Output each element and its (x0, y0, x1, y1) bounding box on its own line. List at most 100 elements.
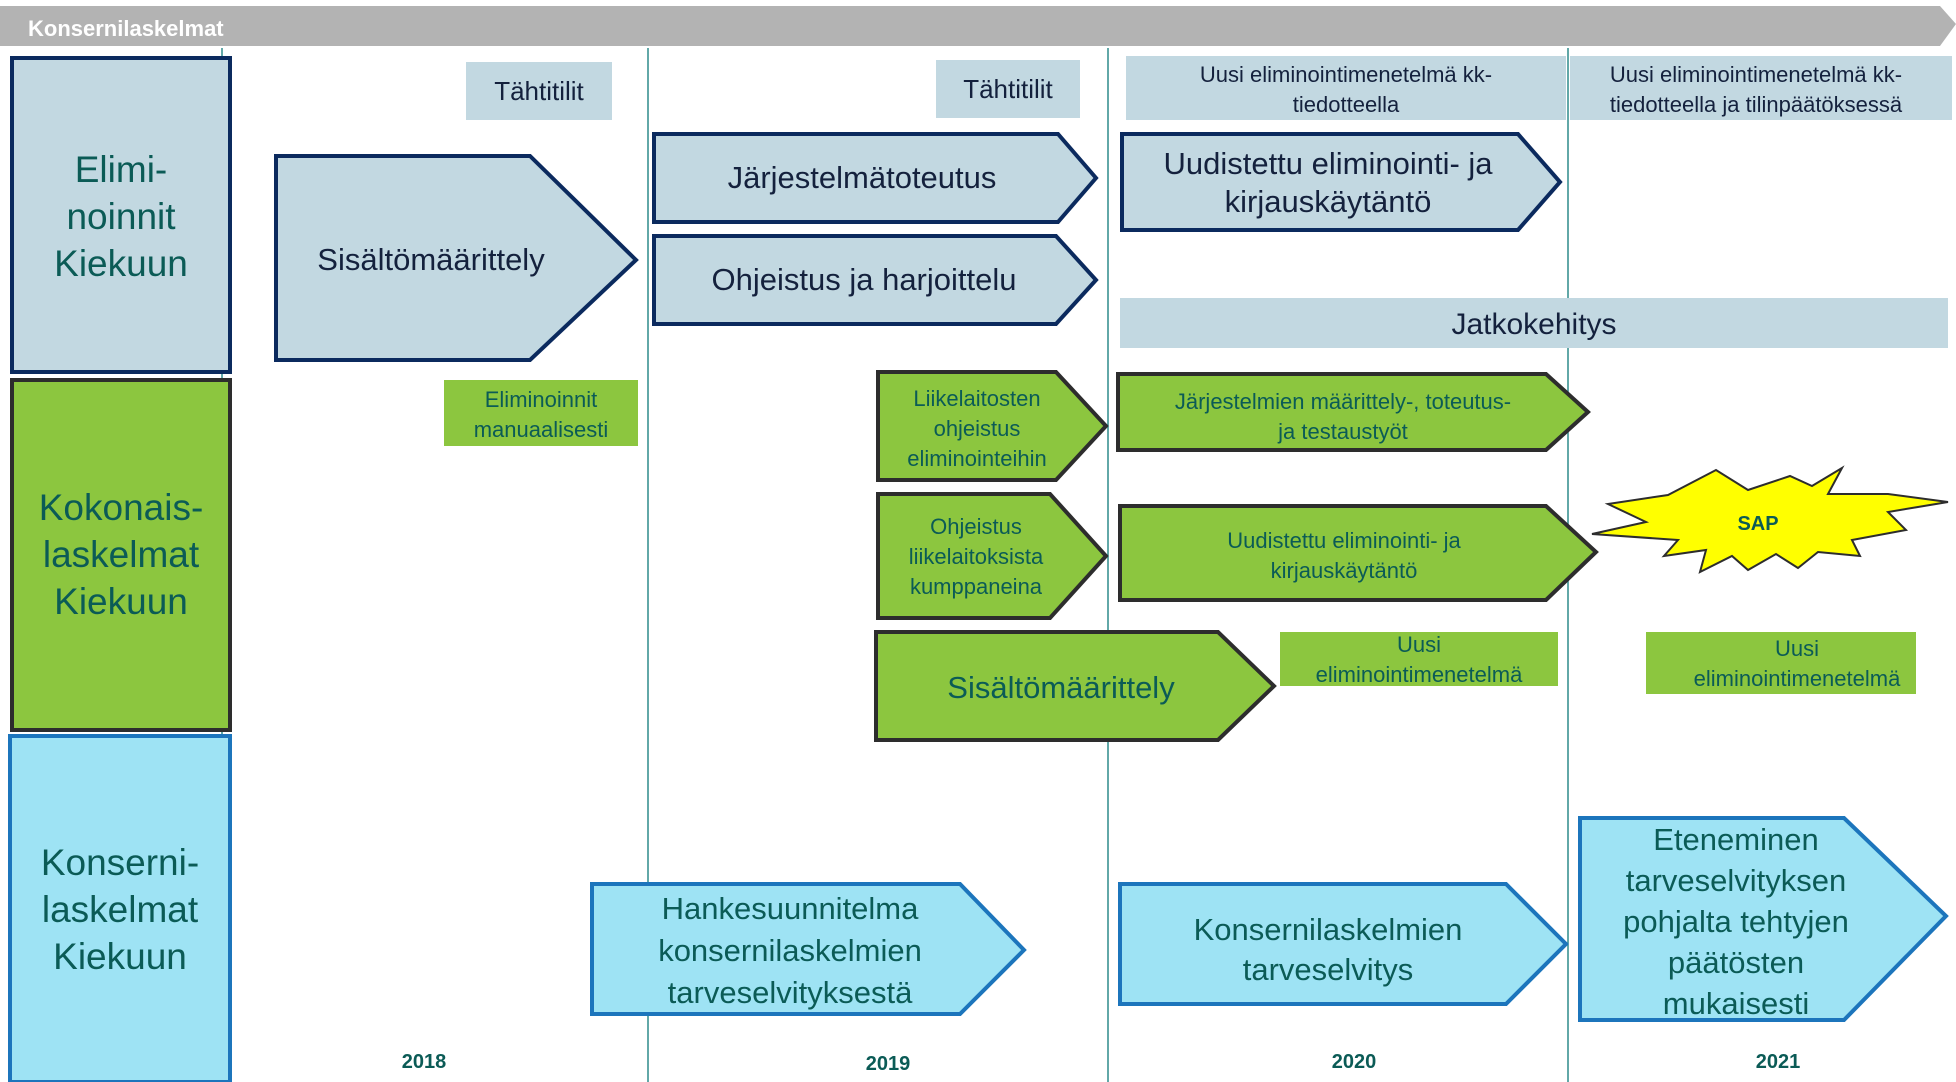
note-uusi-eliminointimenetelma-kk-text: Uusi eliminointimenetelmä kk-tiedotteell… (1200, 62, 1492, 117)
row-label-0-line-0: Elimi- (75, 149, 167, 190)
arrow-uudistettu-eliminointi-1-text: Uudistettu eliminointi- jakirjauskäytänt… (1163, 146, 1493, 219)
arrow-uudistettu-eliminointi-1 (1120, 132, 1563, 232)
note-eliminoinnit-manuaalisesti (444, 380, 638, 446)
arrow-sisaltomaarittely_2-line-0: Sisältömäärittely (947, 670, 1175, 705)
note-jatkokehitys (1120, 298, 1948, 348)
page-title: Konsernilaskelmat (28, 16, 224, 41)
note-tahtitilit-2019 (936, 60, 1080, 118)
arrow-liikelaitosten-ohjeistus-text: Liikelaitosten ohjeistus eliminointeihin (907, 386, 1046, 471)
note-uusi_elim_1-line-0: Uusi eliminointimenetelmä kk- (1200, 62, 1492, 87)
arrow-hankesuunnitelma (590, 882, 1027, 1016)
note-tahtitilit_1-line-0: Tähtitilit (494, 76, 584, 106)
arrow-liikelaitosten-ohjeistus (876, 370, 1109, 482)
arrow-jarjestelmien-maarittely-text: Järjestelmien määrittely-, toteutus-ja t… (1175, 389, 1511, 444)
arrow-konsernilaskelmien_tarveselvitys-line-0: Konsernilaskelmien (1194, 912, 1463, 947)
note-eliminoinnit_manuaalisesti-line-0: Eliminoinnit (485, 387, 598, 412)
row-label-0-line-2: Kiekuun (54, 243, 188, 284)
arrow-ohjeistus-ja-harjoittelu-text: Ohjeistus ja harjoittelu (712, 262, 1017, 297)
year-label-2018: 2018 (402, 1051, 447, 1073)
arrow-jarjestelmien_maarittely-line-1: ja testaustyöt (1277, 419, 1408, 444)
note-uusi-eliminointimenetelma-tp (1570, 56, 1952, 120)
row-label-2-line-0: Konserni- (41, 842, 199, 883)
row-label-1-line-0: Kokonais- (39, 487, 204, 528)
arrow-eteneminen-line-2: pohjalta tehtyjen (1623, 904, 1849, 939)
note-uusi-eliminointimenetelma-2020 (1280, 632, 1558, 686)
arrow-jarjestelmatoteutus-line-0: Järjestelmätoteutus (728, 160, 997, 195)
note-uusi_elim_3-line-1: eliminointimenetelmä (1316, 662, 1523, 687)
sap-starburst (1591, 465, 1949, 574)
note-tahtitilit-2019-text: Tähtitilit (963, 74, 1053, 104)
arrow-ohjeistus_liikelaitoksista-line-1: liikelaitoksista (909, 544, 1044, 569)
arrow-jarjestelmatoteutus (652, 132, 1099, 224)
arrow-ohjeistus-liikelaitoksista-text: Ohjeistus liikelaitoksista kumppaneina (909, 514, 1044, 599)
note-uusi_elim_2-line-0: Uusi eliminointimenetelmä kk- (1610, 62, 1902, 87)
arrow-eteneminen-line-3: päätösten (1668, 945, 1804, 980)
arrow-konsernilaskelmien-tarveselvitys (1118, 882, 1569, 1006)
arrow-uudistettu-eliminointi-2 (1118, 504, 1599, 602)
note-uusi_elim_1-line-1: tiedotteella (1293, 92, 1400, 117)
row-label-box-kokonaislaskelmat (10, 378, 232, 732)
row-label-box-eliminoinnit (10, 56, 232, 374)
note-tahtitilit-2018-text: Tähtitilit (494, 76, 584, 106)
arrow-hankesuunnitelma-text: Hankesuunnitelma konsernilaskelmien tarves… (658, 891, 922, 1010)
year-label-2019: 2019 (866, 1053, 911, 1075)
arrow-liikelaitosten-line-0: Liikelaitosten (913, 386, 1040, 411)
arrow-uudistettu_2-line-0: Uudistettu eliminointi- ja (1227, 528, 1461, 553)
row-label-2-line-2: Kiekuun (53, 936, 187, 977)
note-uusi_elim_3-line-0: Uusi (1397, 632, 1441, 657)
note-jatkokehitys-line-0: Jatkokehitys (1451, 308, 1616, 341)
arrow-ohjeistus_liikelaitoksista-line-0: Ohjeistus (930, 514, 1022, 539)
note-uusi-eliminointimenetelma-2020-text: Uusi eliminointimenetelmä (1316, 632, 1523, 687)
note-uusi-eliminointimenetelma-2021 (1646, 632, 1916, 694)
note-uusi-eliminointimenetelma-tp-text: Uusi eliminointimenetelmä kk-tiedotteell… (1610, 62, 1903, 117)
row-label-box-konsernilaskelmat (8, 734, 232, 1082)
arrow-sisaltomaarittely-1-text: Sisältömäärittely (317, 242, 545, 277)
arrow-uudistettu_2-line-1: kirjauskäytäntö (1271, 558, 1418, 583)
arrow-liikelaitosten-line-2: eliminointeihin (907, 446, 1046, 471)
arrow-konsernilaskelmien_tarveselvitys-line-1: tarveselvitys (1243, 952, 1414, 987)
arrow-uudistettu_1-line-1: kirjauskäytäntö (1225, 184, 1432, 219)
row-label-1-line-2: Kiekuun (54, 581, 188, 622)
year-label-2020: 2020 (1332, 1051, 1377, 1073)
arrow-liikelaitosten-line-1: ohjeistus (934, 416, 1021, 441)
row-label-0-line-1: noinnit (66, 196, 176, 237)
note-uusi_elim_2-line-1: tiedotteella ja tilinpäätöksessä (1610, 92, 1903, 117)
arrow-uudistettu_1-line-0: Uudistettu eliminointi- ja (1163, 146, 1493, 181)
arrow-sisaltomaarittely_1-line-0: Sisältömäärittely (317, 242, 545, 277)
year-label-2021: 2021 (1756, 1051, 1801, 1073)
arrow-ohjeistus-liikelaitoksista (876, 492, 1109, 620)
arrow-jarjestelmien_maarittely-line-0: Järjestelmien määrittely-, toteutus- (1175, 389, 1511, 414)
arrow-ohjeistus_harjoittelu-line-0: Ohjeistus ja harjoittelu (712, 262, 1017, 297)
note-eliminoinnit_manuaalisesti-line-1: manuaalisesti (474, 417, 609, 442)
arrow-uudistettu-eliminointi-2-text: Uudistettu eliminointi- ja kirjauskäytänt… (1227, 528, 1461, 583)
arrow-konsernilaskelmien-tarveselvitys-text: Konsernilaskelmien tarveselvitys (1194, 912, 1463, 987)
note-uusi-eliminointimenetelma-kk (1126, 56, 1566, 120)
arrow-hankesuunnitelma-line-2: tarveselvityksestä (668, 975, 913, 1010)
title-banner (0, 6, 1956, 46)
row-label-2-line-1: laskelmat (42, 889, 199, 930)
arrow-hankesuunnitelma-line-1: konsernilaskelmien (658, 933, 922, 968)
note-uusi_elim_4-line-0: Uusi (1775, 636, 1819, 661)
sap-label: SAP (1737, 513, 1778, 535)
note-tahtitilit-2018 (466, 62, 612, 120)
row-label-1-line-1: laskelmat (43, 534, 200, 575)
arrow-eteneminen (1578, 816, 1949, 1022)
note-jatkokehitys-text: Jatkokehitys (1451, 308, 1616, 341)
arrow-jarjestelmien-maarittely (1116, 372, 1591, 452)
note-tahtitilit_2-line-0: Tähtitilit (963, 74, 1053, 104)
arrow-ohjeistus_liikelaitoksista-line-2: kumppaneina (910, 574, 1043, 599)
arrow-eteneminen-text: Eteneminen tarveselvityksen pohjalta tehty… (1623, 822, 1849, 1021)
arrow-sisaltomaarittely-2 (874, 630, 1277, 742)
arrow-eteneminen-line-1: tarveselvityksen (1626, 863, 1847, 898)
note-eliminoinnit-manuaalisesti-text: Eliminoinnit manuaalisesti (474, 387, 609, 442)
arrow-ohjeistus-ja-harjoittelu (652, 234, 1099, 326)
arrow-hankesuunnitelma-line-0: Hankesuunnitelma (662, 891, 920, 926)
arrow-eteneminen-line-0: Eteneminen (1653, 822, 1818, 857)
arrow-sisaltomaarittely-2-text: Sisältömäärittely (947, 670, 1175, 705)
arrow-jarjestelmatoteutus-text: Järjestelmätoteutus (728, 160, 997, 195)
